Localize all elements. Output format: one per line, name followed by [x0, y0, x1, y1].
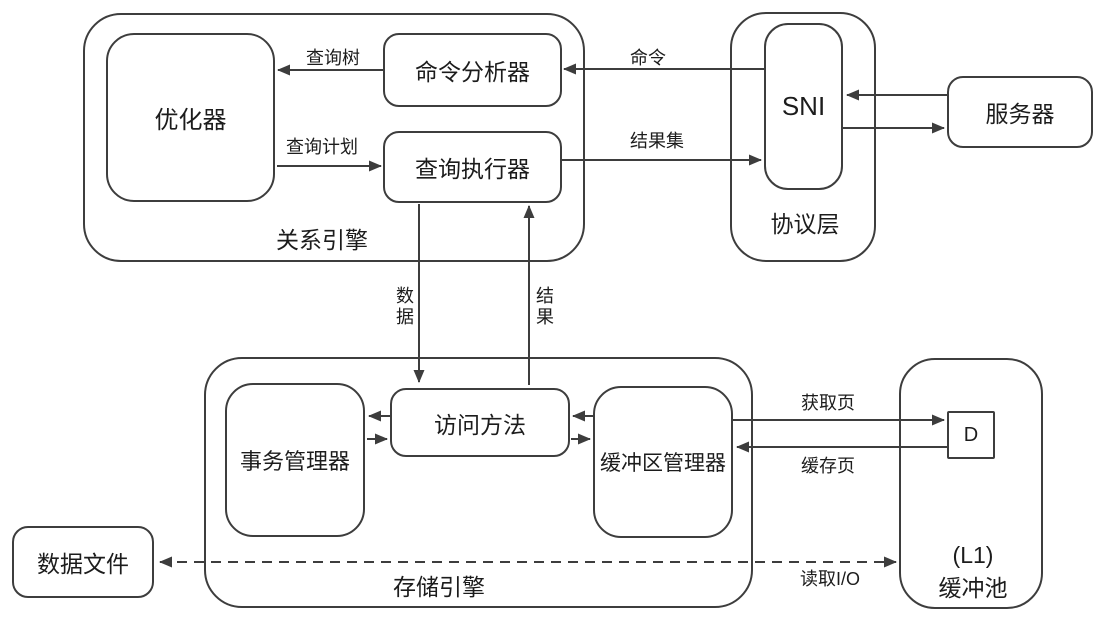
query-plan-label: 查询计划 — [286, 137, 358, 157]
relational-engine-label: 关系引擎 — [276, 227, 368, 253]
protocol-layer-label: 协议层 — [770, 211, 840, 237]
access-methods-label: 访问方法 — [434, 411, 526, 438]
command-parser-label: 命令分析器 — [415, 59, 530, 85]
data-file-label: 数据文件 — [37, 551, 129, 577]
server-node: 服务器 — [947, 76, 1093, 148]
optimizer-node: 优化器 — [106, 33, 275, 202]
sni-node: SNI — [764, 23, 843, 190]
page-d-node: D — [947, 411, 995, 459]
read-io-label: 读取I/O — [799, 569, 861, 589]
page-d-label: D — [963, 423, 979, 446]
storage-engine-label: 存储引擎 — [393, 574, 485, 600]
access-methods-node: 访问方法 — [390, 388, 570, 457]
buffer-manager-label: 缓冲区管理器 — [600, 452, 726, 475]
data-file-node: 数据文件 — [12, 526, 154, 598]
buffer-pool-label-line1: (L1) — [952, 542, 994, 568]
query-executor-node: 查询执行器 — [383, 131, 562, 203]
sni-label: SNI — [781, 91, 826, 121]
query-executor-label: 查询执行器 — [415, 156, 530, 182]
server-label: 服务器 — [985, 101, 1055, 127]
transaction-manager-label: 事务管理器 — [239, 449, 350, 474]
transaction-manager-node: 事务管理器 — [225, 383, 365, 537]
command-parser-node: 命令分析器 — [383, 33, 562, 107]
result-label: 结果 — [534, 286, 554, 328]
buffer-pool-label-line2: 缓冲池 — [938, 575, 1008, 601]
query-tree-label: 查询树 — [306, 48, 360, 68]
data-label: 数据 — [394, 286, 414, 328]
command-label: 命令 — [630, 48, 666, 68]
optimizer-label: 优化器 — [154, 107, 227, 134]
buffer-pool-container: (L1) 缓冲池 — [899, 358, 1043, 609]
buffer-manager-node: 缓冲区管理器 — [593, 386, 733, 538]
buffer-pool-label: (L1) 缓冲池 — [939, 539, 1008, 605]
cached-page-label: 缓存页 — [801, 456, 855, 476]
get-page-label: 获取页 — [801, 393, 855, 413]
result-set-label: 结果集 — [630, 131, 684, 151]
